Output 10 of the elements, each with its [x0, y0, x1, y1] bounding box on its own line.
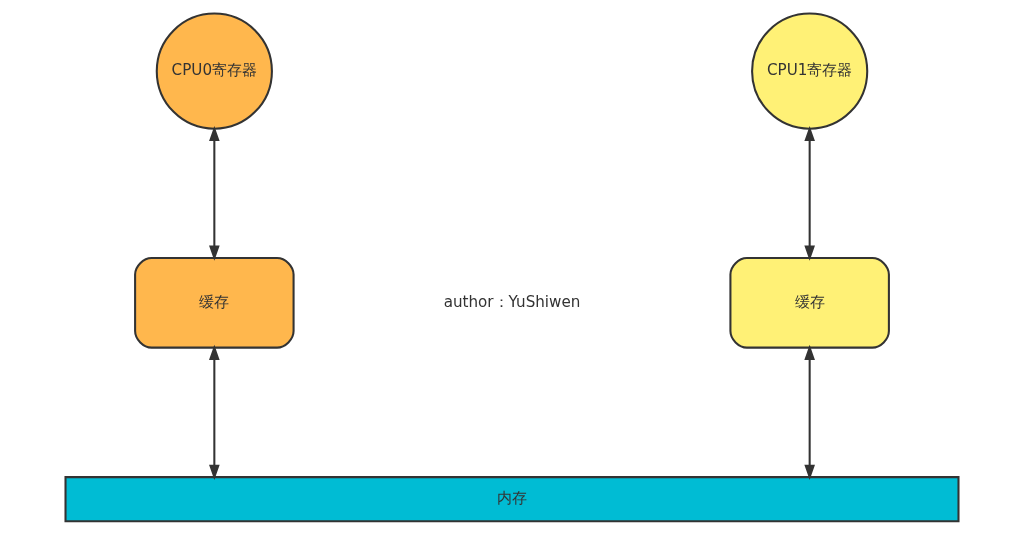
node-circle: CPU1寄存器 — [751, 12, 869, 130]
arrow — [804, 125, 815, 261]
arrow — [804, 344, 815, 480]
node-box: 缓存 — [134, 257, 295, 349]
label: author：YuShiwen — [443, 292, 581, 311]
arrow — [209, 125, 220, 261]
arrow — [209, 344, 220, 480]
node-box: 缓存 — [729, 257, 890, 349]
node-circle: CPU0寄存器 — [155, 12, 273, 130]
node-box: 内存 — [64, 476, 960, 523]
